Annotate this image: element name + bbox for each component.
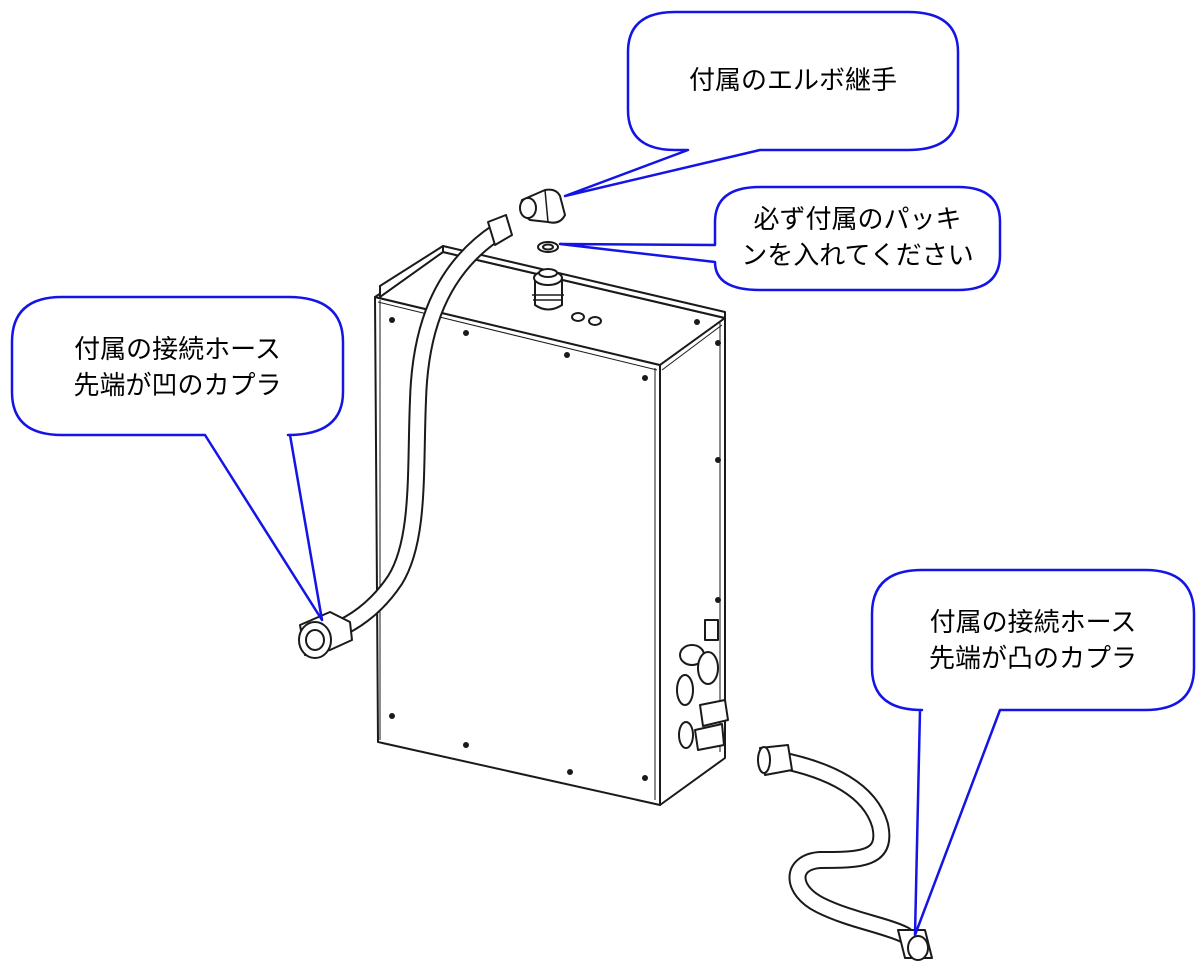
callout-hose-female bbox=[10, 295, 345, 622]
callout-hose-female-line-1: 付属の接続ホース bbox=[74, 335, 281, 365]
callout-elbow-joint-line: 付属のエルボ継手 bbox=[688, 66, 897, 96]
hose-female-coupler bbox=[298, 214, 513, 659]
drawing-layer bbox=[298, 188, 933, 961]
callout-hose-male bbox=[870, 568, 1196, 937]
callout-hose-male-text: 付属の接続ホース 先端が凸のカプラ bbox=[872, 605, 1194, 677]
top-outlet-fitting bbox=[532, 268, 602, 326]
hose-male-coupler bbox=[757, 744, 933, 961]
callout-elbow-joint-text: 付属のエルボ継手 bbox=[628, 63, 958, 99]
callout-hose-female-line-2: 先端が凹のカプラ bbox=[73, 371, 282, 401]
callout-hose-male-line-2: 先端が凸のカプラ bbox=[928, 644, 1137, 674]
side-panel-ports bbox=[676, 619, 729, 751]
callout-hose-female-text: 付属の接続ホース 先端が凹のカプラ bbox=[12, 332, 343, 404]
screw-dots bbox=[389, 317, 721, 781]
packing-ring-part bbox=[537, 241, 559, 253]
callout-elbow-joint bbox=[563, 10, 960, 198]
callout-packing-text: 必ず付属のパッキ ンを入れてください bbox=[715, 202, 1000, 274]
callout-packing-line-1: 必ず付属のパッキ bbox=[753, 205, 962, 235]
elbow-joint-part bbox=[519, 188, 566, 224]
callout-hose-male-line-1: 付属の接続ホース bbox=[929, 608, 1137, 638]
callout-packing-line-2: ンを入れてください bbox=[741, 241, 974, 271]
callout-packing bbox=[558, 185, 1002, 292]
